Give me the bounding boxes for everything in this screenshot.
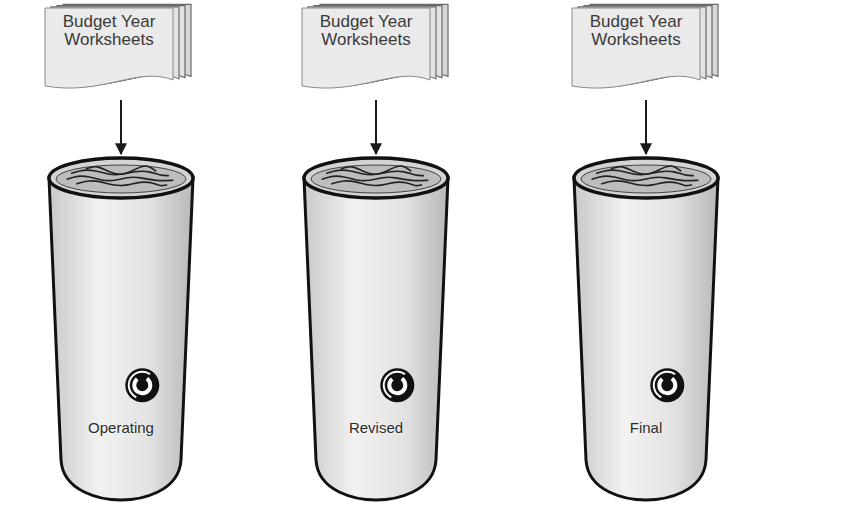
front-page [572, 8, 700, 88]
logo-icon [125, 368, 159, 402]
budget-bucket: Operating [45, 156, 197, 506]
liquid-squiggle [67, 176, 174, 181]
bucket-label: Revised [349, 420, 403, 437]
bucket-body [304, 178, 448, 500]
flow-arrow [375, 100, 377, 154]
document-title: Budget Year Worksheets [588, 13, 684, 49]
worksheet-document: Budget Year Worksheets [302, 4, 452, 96]
bucket-rim [49, 158, 193, 198]
front-page [302, 8, 430, 88]
liquid-squiggle [76, 181, 167, 186]
worksheet-document: Budget Year Worksheets [572, 4, 722, 96]
liquid-squiggle [322, 176, 429, 181]
liquid-squiggle [592, 176, 699, 181]
liquid-squiggle [86, 166, 156, 174]
logo-icon [650, 368, 684, 402]
front-page [45, 8, 173, 88]
bucket-outline [300, 156, 452, 506]
logo-icon [380, 368, 414, 402]
liquid-squiggle [331, 181, 422, 186]
bucket-label: Operating [88, 420, 154, 437]
bucket-contents [311, 165, 441, 193]
document-title: Budget Year Worksheets [61, 13, 157, 49]
budget-bucket: Final [570, 156, 722, 506]
document-title: Budget Year Worksheets [318, 13, 414, 49]
bucket-contents [56, 165, 186, 193]
worksheet-document: Budget Year Worksheets [45, 4, 195, 96]
bucket-outline [570, 156, 722, 506]
liquid-squiggle [341, 166, 411, 174]
liquid-squiggle [611, 166, 681, 174]
flow-arrow [645, 100, 647, 154]
bucket-label: Final [630, 420, 663, 437]
bucket-outline [45, 156, 197, 506]
bucket-body [574, 178, 718, 500]
budget-bucket: Revised [300, 156, 452, 506]
bucket-body [49, 178, 193, 500]
flow-arrow [120, 100, 122, 154]
bucket-rim [304, 158, 448, 198]
liquid-squiggle [601, 181, 692, 186]
bucket-rim [574, 158, 718, 198]
bucket-contents [581, 165, 711, 193]
